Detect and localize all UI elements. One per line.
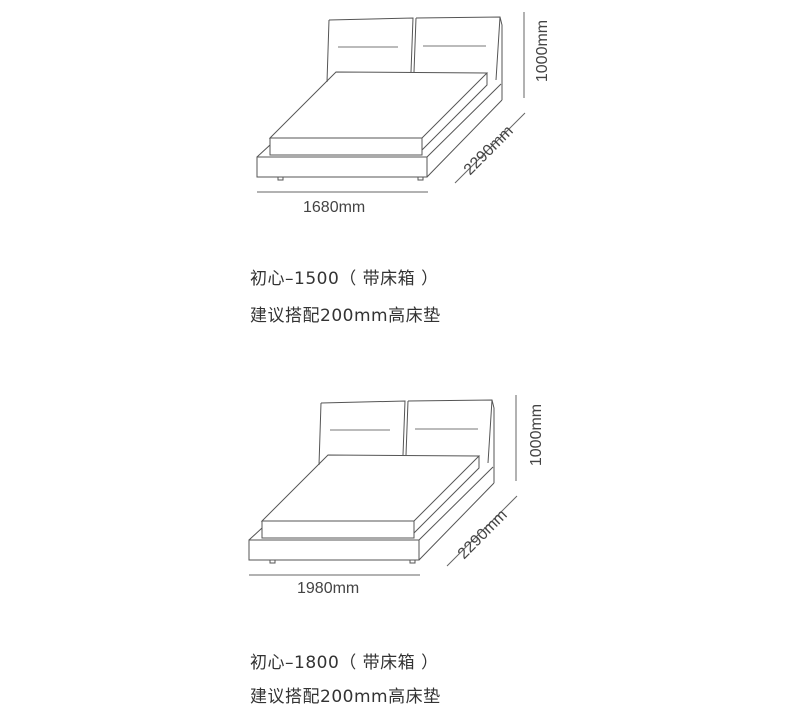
product-title: 初心–1800（ 带床箱 ） (250, 653, 439, 673)
height-dimension: 1000mm (534, 19, 552, 83)
product-note: 建议搭配200mm高床垫 (250, 687, 441, 707)
product-note: 建议搭配200mm高床垫 (250, 306, 441, 326)
width-dimension: 1680mm (303, 199, 366, 216)
height-dimension: 1000mm (528, 403, 546, 467)
width-dimension: 1980mm (297, 580, 360, 597)
product-title: 初心–1500（ 带床箱 ） (250, 269, 439, 289)
